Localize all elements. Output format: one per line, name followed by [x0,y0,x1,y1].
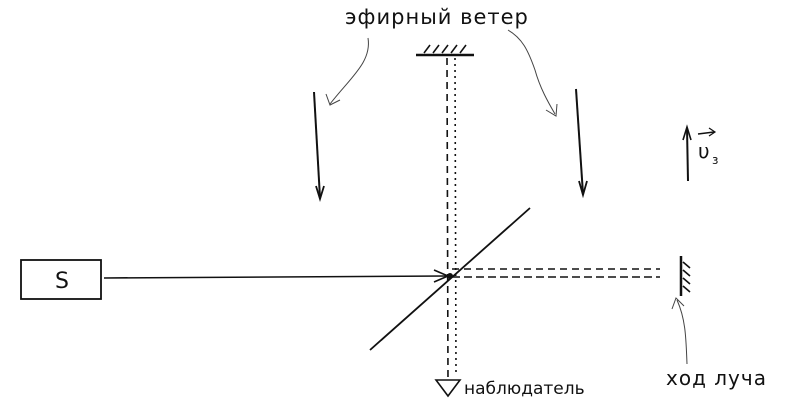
ether-wind-arrow-right-head [578,180,588,199]
ether-wind-label: эфирный ветер [345,5,529,29]
observer-marker [434,379,462,398]
vertical-beam-right [454,57,457,375]
velocity-vector-bar-head [708,127,717,137]
pointer-arrow-left-head [325,93,341,106]
pointer-arrow-left [329,37,369,105]
vertical-beam-left [446,57,449,383]
top-mirror-hatching [423,44,467,54]
pointer-arrow-right-head [545,103,558,117]
ray-path-label: ход луча [666,366,767,390]
velocity-vector-bar [697,131,715,135]
velocity-label: υ [698,139,710,163]
splitter-point [447,273,453,279]
ray-path-pointer [676,299,688,365]
velocity-arrow-head [682,124,692,141]
observer-label: наблюдатель [464,379,585,399]
source-box [20,259,102,300]
pointer-arrow-right [507,29,556,115]
velocity-arrow [686,127,689,182]
source-label: S [55,269,69,294]
ray-path-pointer-head [671,297,685,310]
incident-beam [103,275,447,279]
velocity-subscript: з [712,153,718,167]
ether-wind-arrow-right [575,88,584,195]
right-mirror-hatching [682,261,691,293]
ether-wind-arrow-left-head [315,185,325,203]
ether-wind-arrow-left [313,91,321,199]
